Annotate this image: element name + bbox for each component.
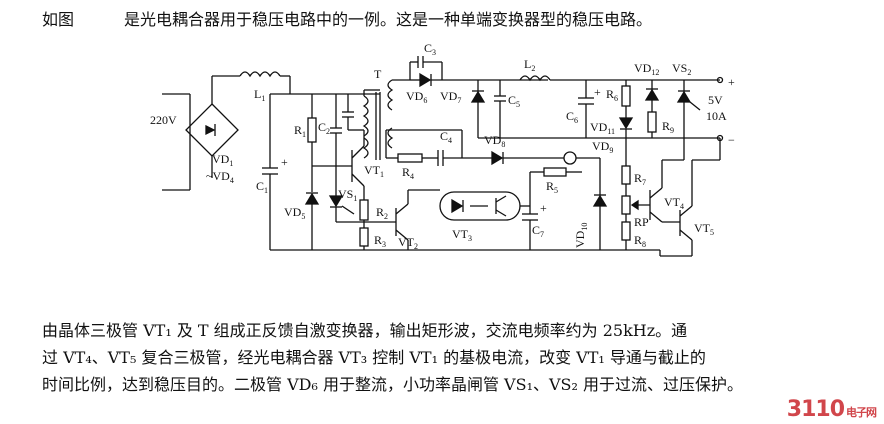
vs1-label: VS1 bbox=[338, 187, 357, 203]
vd8-label: VD8 bbox=[484, 133, 505, 149]
out-current: 10A bbox=[706, 109, 727, 123]
vt5-label: VT5 bbox=[694, 221, 714, 237]
out-minus: − bbox=[728, 133, 735, 147]
c6-label: C6 bbox=[566, 109, 578, 125]
vd12-label: VD12 bbox=[634, 61, 659, 77]
c7-label: C7 bbox=[532, 223, 544, 239]
vt2-label: VT2 bbox=[398, 235, 418, 251]
description: 由晶体三极管 VT₁ 及 T 组成正反馈自激变换器，输出矩形波，交流电频率约为 … bbox=[42, 317, 870, 398]
resistor-r3: R3 bbox=[359, 220, 386, 250]
transformer-t: T bbox=[362, 67, 394, 160]
c4-label: C4 bbox=[440, 129, 452, 145]
header: 如图 是光电耦合器用于稳压电路中的一例。这是一种单端变换器型的稳压电路。 bbox=[42, 6, 652, 30]
r3-label: R3 bbox=[374, 233, 386, 249]
c1-plus: + bbox=[281, 155, 288, 169]
vd1-range-label: ~VD4 bbox=[206, 169, 234, 185]
diode-vd5: VD5 bbox=[284, 166, 320, 250]
c2-label: C2 bbox=[318, 120, 330, 136]
r8-label: R8 bbox=[634, 233, 646, 249]
vd11-label: VD11 bbox=[590, 120, 615, 136]
led-vd11: VD11 bbox=[590, 117, 634, 138]
transistor-vt4: VT4 bbox=[649, 138, 685, 223]
capacitor-c7: + C7 bbox=[522, 201, 547, 250]
vd7-label: VD7 bbox=[440, 89, 461, 105]
r9-label: R9 bbox=[662, 119, 674, 135]
r5-label: R5 bbox=[546, 179, 558, 195]
r2-label: R2 bbox=[376, 205, 388, 221]
capacitor-c3: C3 bbox=[409, 41, 443, 80]
resistor-r9: R9 bbox=[647, 111, 674, 138]
output-terminals: + 5V 10A − bbox=[706, 75, 735, 147]
capacitor-c6: + C6 bbox=[566, 80, 601, 138]
ac-input: 220V bbox=[150, 93, 191, 191]
scr-vs2: VS2 bbox=[672, 61, 701, 138]
diode-vd7: VD7 bbox=[440, 80, 486, 138]
c6-plus: + bbox=[594, 85, 601, 99]
resistor-r5: R5 bbox=[529, 167, 582, 206]
bridge-rectifier: VD1 ~VD4 bbox=[185, 76, 239, 185]
scr-vs1: VS1 bbox=[328, 166, 364, 223]
vs2-label: VS2 bbox=[672, 61, 691, 77]
resistor-r6: R6 bbox=[606, 80, 631, 118]
watermark-site: 电子网 bbox=[846, 406, 877, 419]
capacitor-c2: C2 bbox=[318, 94, 342, 166]
vd10-label: VD10 bbox=[573, 223, 589, 248]
c3-label: C3 bbox=[424, 41, 436, 57]
r4-label: R4 bbox=[402, 165, 414, 181]
vd5-label: VD5 bbox=[284, 205, 305, 221]
vt3-label: VT3 bbox=[452, 227, 472, 243]
capacitor-c4: C4 bbox=[437, 129, 462, 166]
r7-label: R7 bbox=[634, 171, 646, 187]
t-label: T bbox=[374, 67, 382, 81]
optocoupler-vt3: VT3 bbox=[439, 191, 530, 243]
vt4-label: VT4 bbox=[664, 195, 684, 211]
resistor-r1: R1 bbox=[294, 94, 317, 166]
ac-label: 220V bbox=[150, 113, 177, 127]
c7-plus: + bbox=[540, 201, 547, 215]
diode-vd8: VD8 bbox=[462, 133, 564, 166]
c5-label: C5 bbox=[508, 93, 520, 109]
description-line: 过 VT₄、VT₅ 复合三极管，经光电耦合器 VT₃ 控制 VT₁ 的基极电流，… bbox=[42, 348, 706, 367]
out-voltage: 5V bbox=[708, 93, 723, 107]
zener-vd10: VD10 bbox=[573, 158, 608, 250]
transistor-vt2: VT2 bbox=[364, 189, 440, 251]
resistor-r2: R2 bbox=[359, 199, 388, 221]
transistor-vt5: VT5 bbox=[659, 138, 721, 257]
resistor-r4: R4 bbox=[386, 153, 438, 181]
inductor-l1: L1 bbox=[212, 71, 290, 103]
l2-label: L2 bbox=[524, 57, 535, 73]
vd6-label: VD6 bbox=[406, 89, 427, 105]
description-line: 时间比例，达到稳压目的。二极管 VD₆ 用于整流，小功率晶闸管 VS₁、VS₂ … bbox=[42, 375, 744, 394]
vd1-label: VD1 bbox=[212, 152, 233, 168]
zener-vd12: VD12 bbox=[634, 61, 659, 112]
capacitor-c5: C5 bbox=[494, 80, 520, 138]
divider-chain: R7 RP R8 bbox=[621, 138, 650, 250]
diode-vd6: VD6 bbox=[406, 72, 548, 105]
r1-label: R1 bbox=[294, 123, 306, 139]
r6-label: R6 bbox=[606, 87, 618, 103]
watermark-brand: 3110 bbox=[786, 397, 845, 422]
header-lead: 如图 bbox=[42, 10, 75, 29]
rp-label: RP bbox=[634, 215, 649, 229]
c1-label: C1 bbox=[256, 179, 268, 195]
capacitor-c1: + C1 bbox=[256, 94, 288, 250]
inductor-l2: L2 bbox=[519, 57, 720, 82]
transistor-vt1: VT1 bbox=[312, 130, 384, 200]
description-line: 由晶体三极管 VT₁ 及 T 组成正反馈自激变换器，输出矩形波，交流电频率约为 … bbox=[42, 321, 688, 340]
out-plus: + bbox=[728, 75, 735, 89]
l1-label: L1 bbox=[254, 87, 265, 103]
vd9-label: VD9 bbox=[592, 139, 613, 155]
header-text: 是光电耦合器用于稳压电路中的一例。这是一种单端变换器型的稳压电路。 bbox=[124, 10, 653, 29]
circuit-diagram: 220V VD1 ~VD4 L1 + C1 R1 bbox=[150, 41, 735, 257]
vt1-label: VT1 bbox=[364, 163, 384, 179]
